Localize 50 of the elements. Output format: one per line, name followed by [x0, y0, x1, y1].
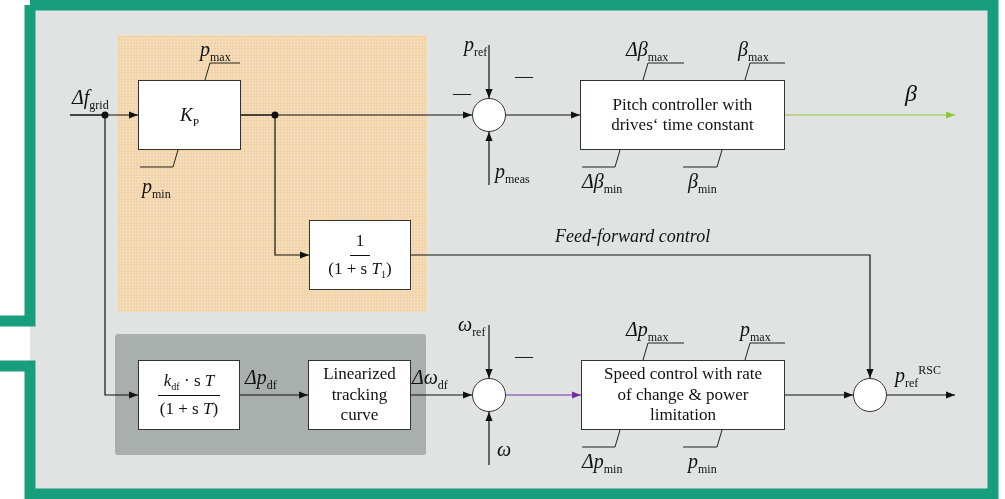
highlight-panel	[117, 35, 427, 312]
signal-label: Δω$_{df}$	[412, 366, 448, 389]
edge-label: Feed-forward control	[555, 226, 711, 247]
arrow	[485, 411, 493, 466]
block-label: Pitch controller with drives‘ time constant	[610, 94, 755, 136]
arrow	[410, 254, 874, 379]
fraction-denominator: (1 + s T$_{1}$)	[327, 257, 393, 279]
signal-label: ω$_{ref}$	[458, 313, 486, 336]
arrow	[886, 391, 956, 399]
limit-label: p$_{max}$	[740, 318, 771, 341]
sign-label: —	[453, 83, 471, 104]
block-label: K$_{P}$	[180, 103, 199, 127]
controller-block	[580, 80, 785, 150]
fraction-numerator: k$_{df}$ · s T	[157, 371, 221, 396]
signal-label: p$_{ref}$	[464, 33, 488, 56]
limit-label: p$_{max}$	[200, 38, 231, 61]
arrow	[505, 391, 582, 399]
signal-label: Δp$_{df}$	[245, 366, 277, 389]
signal-label: ω	[497, 438, 512, 461]
lag-block	[309, 220, 411, 290]
block-label: Speed control with rate of change & power limitation	[602, 364, 764, 426]
controller-block	[581, 360, 785, 430]
arrow	[69, 114, 139, 399]
arrow	[240, 114, 310, 259]
gain-block	[138, 80, 241, 150]
arrow	[485, 44, 493, 99]
filter-block	[138, 360, 240, 430]
block-label: Linearized tracking curve	[322, 364, 397, 426]
arrow	[239, 391, 309, 399]
limit-label: p$_{min}$	[688, 450, 717, 473]
arrow	[485, 324, 493, 379]
lookup-block	[308, 360, 411, 430]
limit-label: p$_{min}$	[142, 175, 171, 198]
limit-label: β$_{max}$	[738, 38, 769, 61]
arrow	[410, 391, 473, 399]
fraction-numerator: 1	[349, 231, 371, 256]
sign-label: —	[515, 346, 533, 367]
limit-label: Δβ$_{min}$	[582, 170, 623, 193]
limit-label: β$_{min}$	[688, 170, 717, 193]
limit-label: Δp$_{max}$	[626, 318, 669, 341]
arrow	[485, 131, 493, 186]
arrow	[505, 111, 581, 119]
arrow	[784, 111, 956, 119]
arrow	[784, 391, 854, 399]
limit-label: Δp$_{min}$	[582, 450, 623, 473]
sign-label: —	[515, 66, 533, 87]
limit-label: Δβ$_{max}$	[626, 38, 669, 61]
fraction-denominator: (1 + s T)	[158, 397, 220, 419]
signal-label: p$_{meas}$	[495, 160, 530, 183]
signal-label: β	[905, 80, 917, 107]
